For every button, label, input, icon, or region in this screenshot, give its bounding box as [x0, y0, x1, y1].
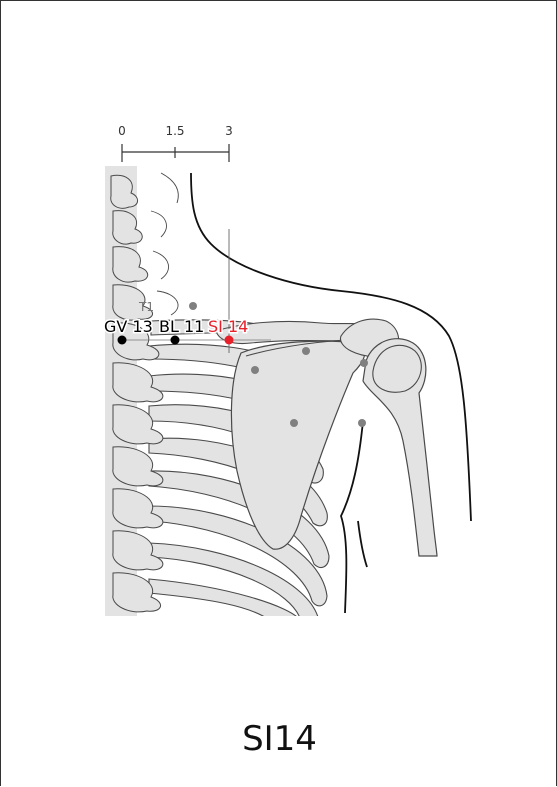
point-bl11-marker [171, 336, 180, 345]
scapula [231, 341, 364, 549]
point-si14-label: SI 14 [208, 317, 248, 336]
landmark-dot [358, 419, 366, 427]
landmark-dot [360, 359, 368, 367]
vertebra-label: T1 [138, 300, 154, 314]
landmark-dot [251, 366, 259, 374]
point-gv13-marker [118, 336, 127, 345]
point-si14-marker [225, 336, 234, 345]
landmark-dot [302, 347, 310, 355]
page-title: SI14 [1, 719, 557, 759]
scale-tick-3: 3 [225, 124, 233, 138]
measurement-scale [122, 144, 229, 162]
landmark-dot [290, 419, 298, 427]
scale-tick-0: 0 [118, 124, 126, 138]
point-gv13-label: GV 13 [104, 317, 153, 336]
scale-tick-1-5: 1.5 [165, 124, 184, 138]
point-bl11-label: BL 11 [159, 317, 204, 336]
landmark-dot [189, 302, 197, 310]
